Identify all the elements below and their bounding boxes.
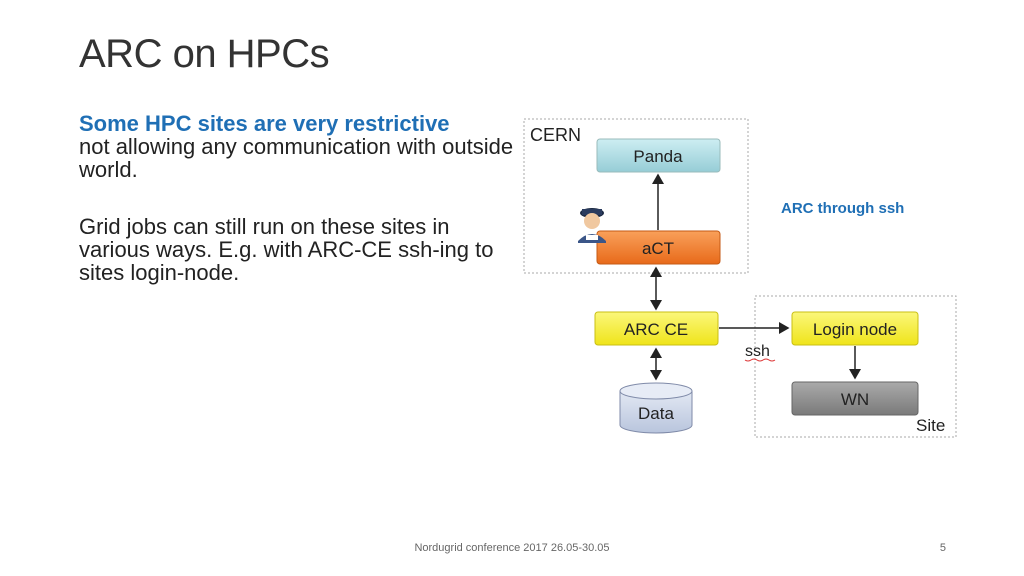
cern-group (523, 118, 749, 274)
login-node-label: Login node (813, 320, 897, 339)
page-number: 5 (939, 542, 946, 554)
slide-content: Some HPC sites are very restrictive not … (79, 112, 519, 318)
paragraph-text: not allowing any communication with outs… (79, 134, 514, 182)
site-label: Site (916, 416, 945, 435)
paragraph-grid-jobs: Grid jobs can still run on these sites i… (79, 214, 494, 285)
data-label: Data (638, 404, 674, 423)
ssh-label: ssh (745, 343, 770, 360)
panda-label: Panda (633, 147, 683, 166)
cern-label: CERN (530, 125, 581, 145)
paragraph-highlight: Some HPC sites are very restrictive (79, 111, 450, 136)
paragraph-restrictive: Some HPC sites are very restrictive not … (79, 112, 519, 181)
ssh-underline (744, 358, 776, 362)
act-node: aCT (596, 230, 721, 265)
arc-through-ssh-note: ARC through ssh (781, 200, 905, 217)
operator-icon (578, 208, 606, 243)
wn-node: WN (791, 381, 919, 416)
arc-ce-label: ARC CE (624, 320, 688, 339)
arc-diagram: CERN Site Panda aCT ARC CE Login node ss… (523, 118, 957, 438)
panda-node: Panda (596, 138, 721, 173)
login-node: Login node (791, 311, 919, 346)
slide-title: ARC on HPCs (79, 32, 330, 76)
site-group (754, 295, 957, 438)
act-label: aCT (642, 239, 674, 258)
arc-ce-node: ARC CE (594, 311, 719, 346)
footer-text: Nordugrid conference 2017 26.05-30.05 (414, 542, 610, 554)
data-storage-icon: Data (619, 382, 693, 434)
wn-label: WN (841, 390, 869, 409)
